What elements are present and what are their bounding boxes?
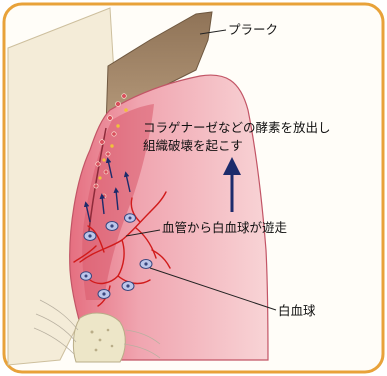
migration-label: 血管から白血球が遊走 <box>162 220 287 236</box>
enzyme-label-line-1: コラゲナーゼなどの酵素を放出し <box>143 120 331 136</box>
plaque-label: プラーク <box>228 22 278 38</box>
white-blood-cell-label: 白血球 <box>278 303 316 319</box>
alveolar-bone <box>73 313 125 362</box>
enzyme-label-line-2: 組織破壊を起こす <box>143 138 243 154</box>
